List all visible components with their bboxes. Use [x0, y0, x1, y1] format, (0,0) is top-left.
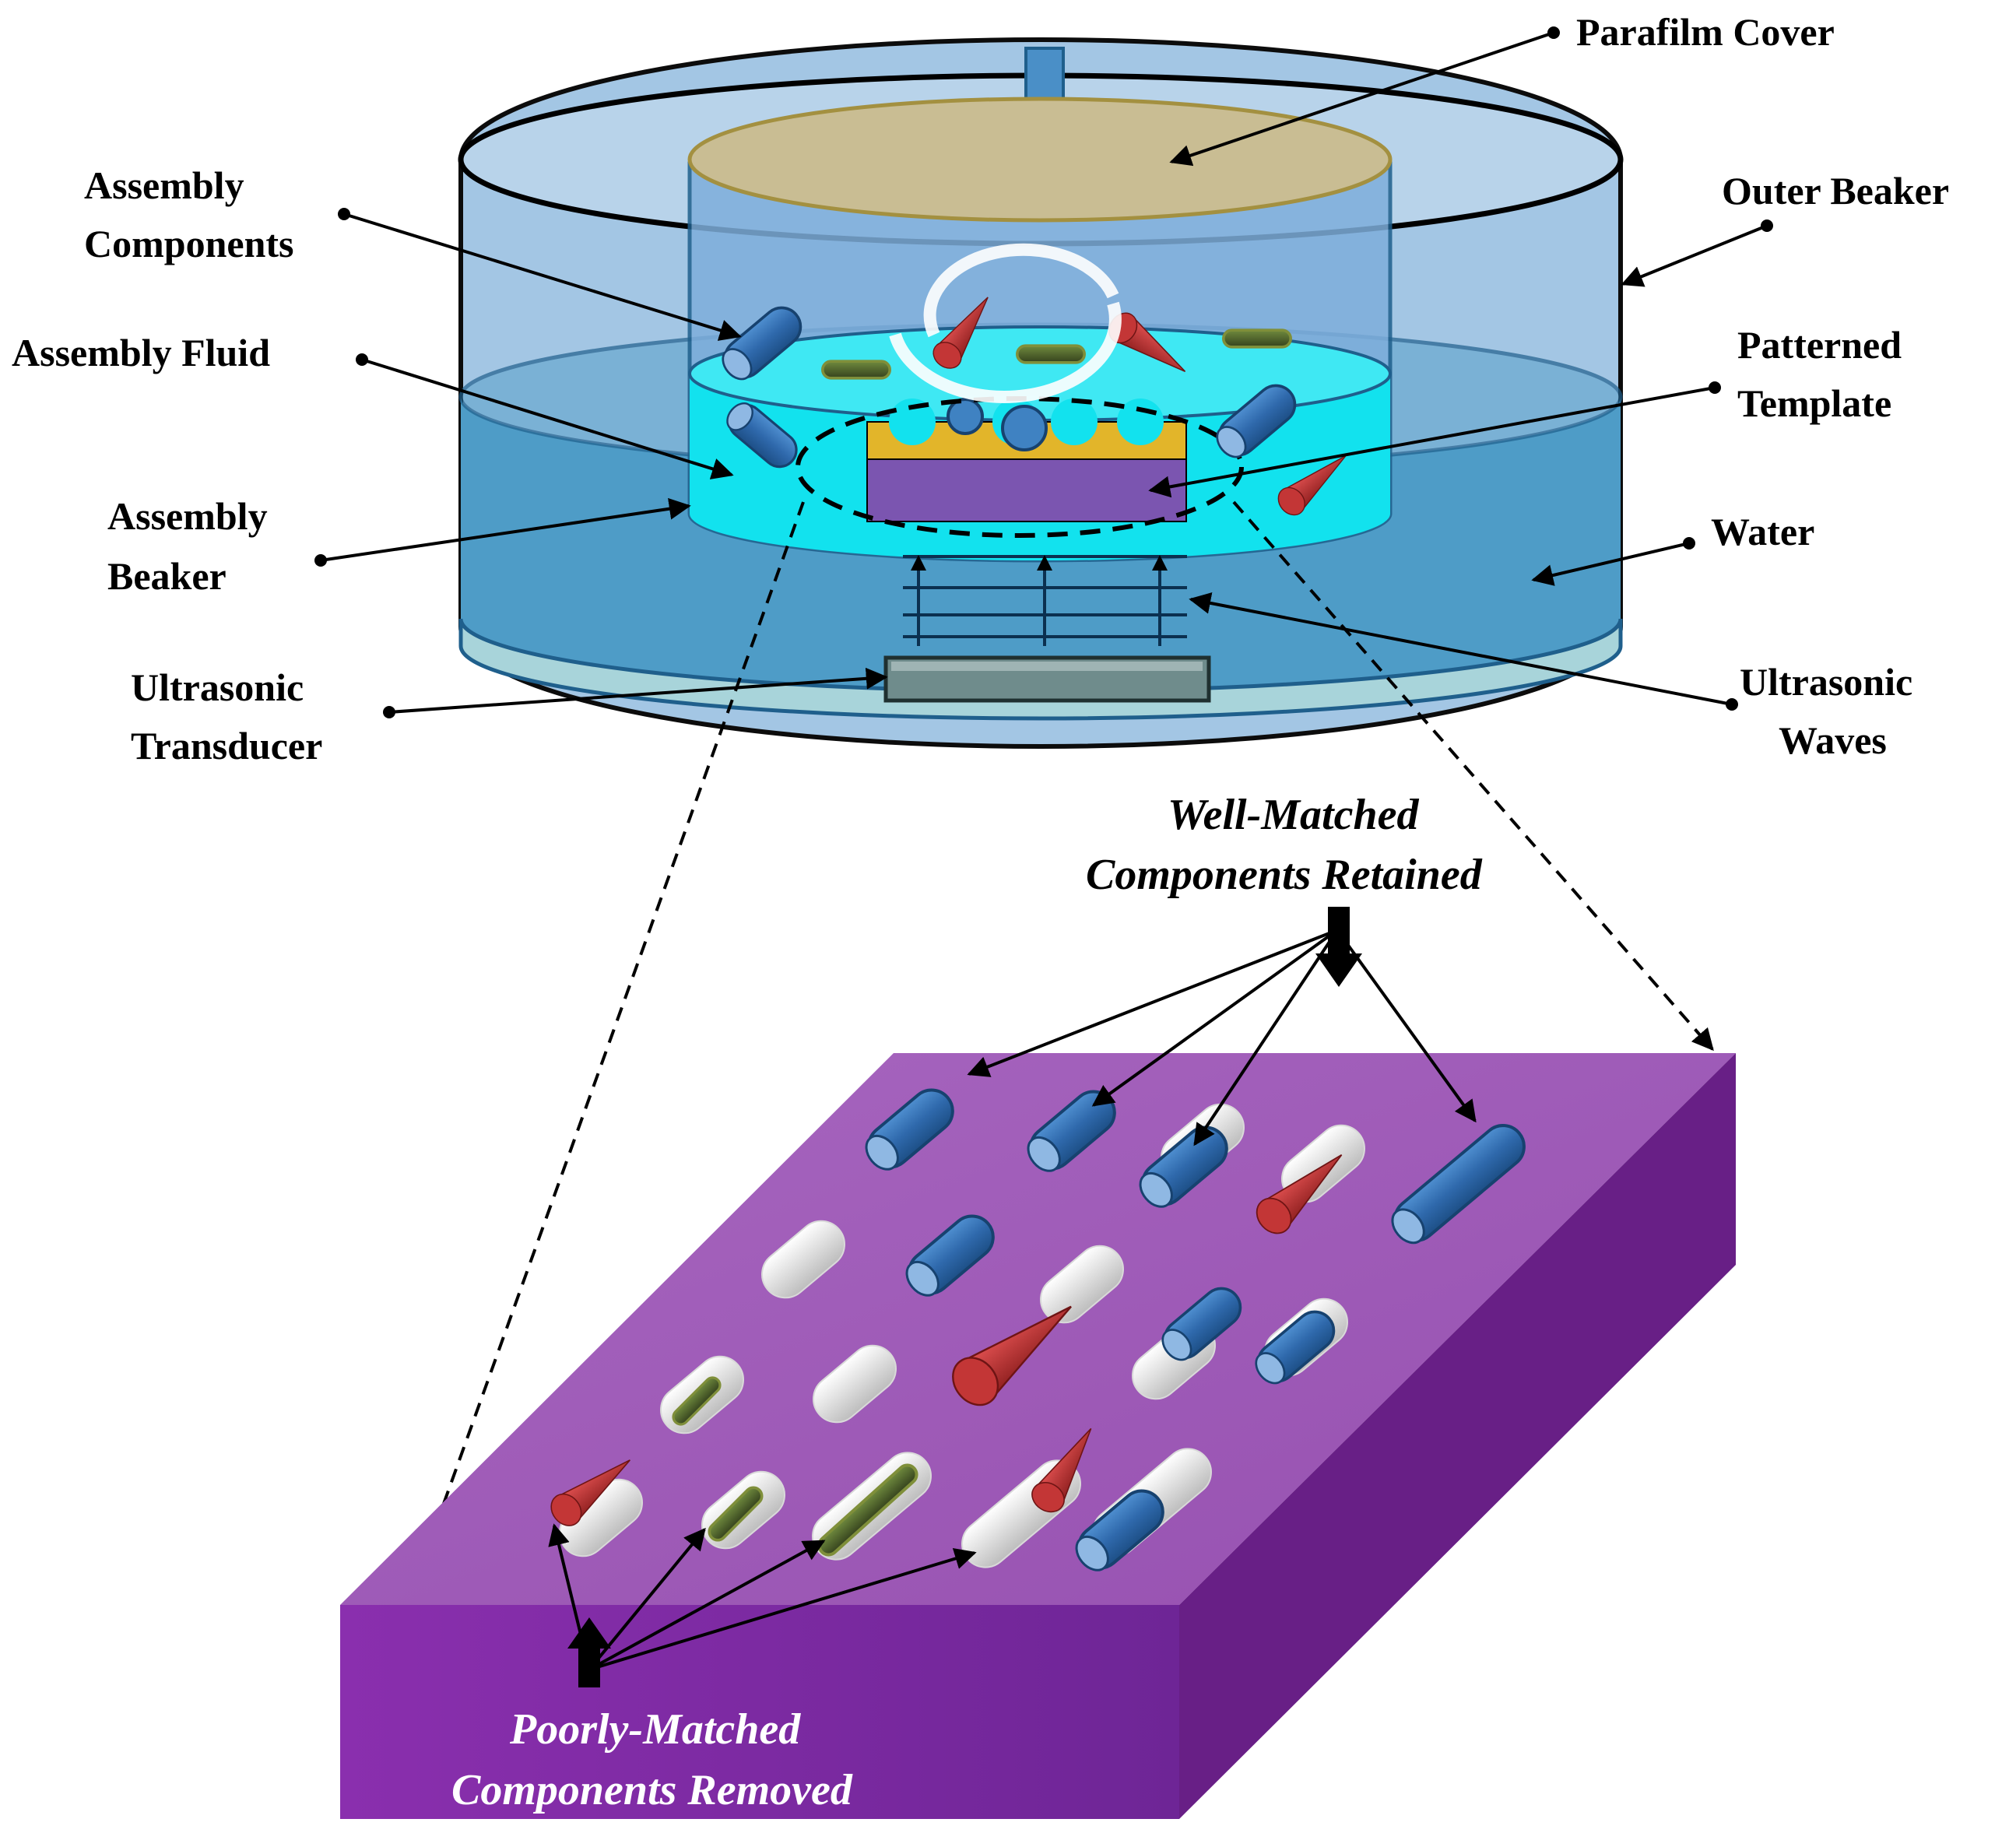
label-patterned-template-2: Template — [1737, 381, 1891, 425]
patterned-template — [866, 398, 1187, 522]
beaker-apparatus — [458, 37, 1624, 749]
label-ultrasonic-transducer-2: Transducer — [131, 724, 322, 767]
leader-lines — [314, 26, 1773, 1586]
label-assembly-fluid: Assembly Fluid — [12, 331, 270, 374]
label-outer-beaker: Outer Beaker — [1722, 169, 1949, 212]
down-arrow-icon — [1315, 907, 1362, 987]
label-ultrasonic-waves-1: Ultrasonic — [1740, 660, 1912, 704]
label-patterned-template-1: Patterned — [1737, 323, 1902, 367]
removed-arrows — [548, 1523, 977, 1687]
template-slab — [340, 1053, 1736, 1819]
slab-side — [1179, 1053, 1736, 1819]
label-well-matched-2: Components Retained — [1086, 851, 1483, 899]
label-assembly-beaker-2: Beaker — [107, 554, 227, 598]
labels: Parafilm Cover Outer Beaker Assembly Com… — [12, 10, 1949, 1814]
parafilm-cover — [687, 97, 1393, 223]
label-water: Water — [1711, 510, 1814, 553]
label-assembly-beaker-1: Assembly — [107, 494, 268, 538]
slab-front — [340, 1605, 1179, 1819]
label-assembly-components-2: Components — [84, 222, 293, 265]
circulation-arrows — [889, 243, 1122, 404]
label-ultrasonic-waves-2: Waves — [1779, 718, 1887, 762]
label-poorly-matched-1: Poorly-Matched — [509, 1705, 801, 1754]
label-well-matched-1: Well-Matched — [1168, 791, 1419, 839]
ultrasonic-waves — [903, 555, 1187, 646]
label-ultrasonic-transducer-1: Ultrasonic — [131, 665, 304, 709]
label-poorly-matched-2: Components Removed — [451, 1766, 853, 1814]
up-arrow-icon — [567, 1617, 611, 1687]
outer-beaker-tab — [1024, 47, 1065, 108]
label-parafilm-cover: Parafilm Cover — [1576, 10, 1835, 54]
label-assembly-components-1: Assembly — [84, 163, 244, 207]
retained-arrows — [967, 907, 1477, 1146]
